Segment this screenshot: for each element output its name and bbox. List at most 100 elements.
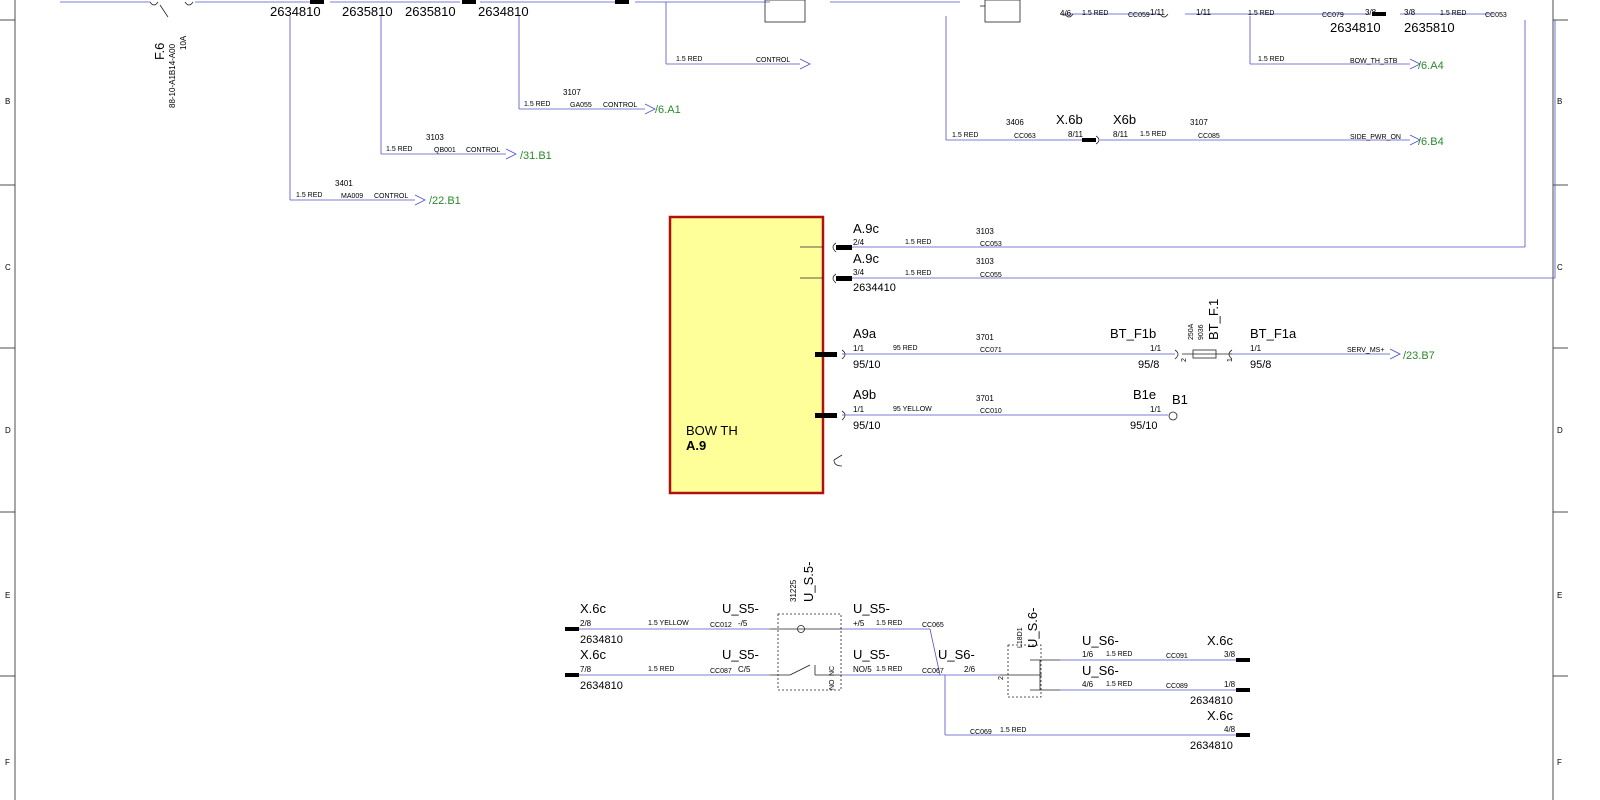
branch-wire-label: 1.5 RED: [676, 56, 702, 63]
branch-code: CC063: [1014, 133, 1036, 140]
bottom-switch-section: X.6c 2/8 2634810 1.5 YELLOW CC012 U_S5- …: [565, 562, 1250, 752]
fuse-f6-rating: 10A: [179, 35, 188, 50]
fuse-code: 9036: [1198, 324, 1205, 340]
branch-code: QB001: [434, 147, 456, 154]
top-pin-label: 1/11: [1150, 8, 1166, 17]
connector-part: 2634810: [580, 634, 623, 646]
connector-pin-label: 1/8: [1224, 680, 1236, 689]
branch-wire-label: 1.5 RED: [524, 101, 550, 108]
top-part-number: 2635810: [1404, 20, 1455, 35]
pin-name: A9a: [853, 326, 877, 341]
bow-th-module[interactable]: BOW TH A.9: [668, 215, 843, 495]
wire-label: 1.5 RED: [1106, 651, 1132, 658]
switch-terminal: U_S6-: [1082, 663, 1119, 678]
switch-pin: +/5: [853, 619, 865, 628]
switch-terminal: U_S6-: [938, 647, 975, 662]
connector-name: X.6c: [1207, 708, 1234, 723]
top-part-number: 2634810: [270, 4, 321, 19]
connector-pin: [310, 0, 324, 4]
connector-pin: [815, 413, 837, 418]
branch-code: MA009: [341, 193, 363, 200]
switch-pin: C/5: [738, 665, 751, 674]
connector-pin-label: 4/8: [1224, 725, 1236, 734]
wire-number: 3701: [976, 394, 994, 403]
switch-terminal: U_S6-: [1082, 633, 1119, 648]
switch-terminal: U_S5-: [853, 601, 890, 616]
row-label-right: F: [1557, 758, 1562, 767]
terminal-name: B1e: [1133, 387, 1156, 402]
module-pin-row-4: A9b 1/1 95/10 95 YELLOW 3701 CC010 B1e 1…: [815, 387, 1188, 432]
wire-label: 95 RED: [893, 345, 918, 352]
fuse-pin: 2: [1181, 358, 1188, 362]
top-part-number: 2635810: [405, 4, 456, 19]
row-label-right: E: [1557, 591, 1562, 600]
connector-pin-label: 3/8: [1224, 650, 1236, 659]
fuse-terminal-name: BT_F1a: [1250, 326, 1297, 341]
fuse-terminal-value: 95/8: [1138, 359, 1159, 371]
fuse-f6-part: 88-10-A1B14-A00: [168, 43, 177, 108]
wire-code: CC012: [710, 622, 732, 629]
terminal-b1[interactable]: [1168, 411, 1178, 421]
top-code-label: CC059: [1128, 12, 1150, 19]
row-label-left: C: [5, 263, 11, 272]
connector-pin: [1372, 12, 1386, 16]
fuse-pin: 1: [1227, 358, 1234, 362]
wire-label: 95 YELLOW: [893, 406, 932, 413]
branch-cable-label: SIDE_PWR_ON: [1350, 134, 1401, 141]
branch-number: 3103: [426, 133, 444, 142]
branch-wire-label: 1.5 RED: [1258, 56, 1284, 63]
switch-name: U_S.6-: [1025, 608, 1040, 648]
connector-pin-label: 8/11: [1113, 130, 1129, 139]
top-part-number: 2634810: [1330, 20, 1381, 35]
branch-wire-label: 1.5 RED: [1140, 131, 1166, 138]
switch-pin: 1/6: [1082, 650, 1094, 659]
pin-part: 2634410: [853, 282, 896, 294]
row-label-left: B: [5, 97, 10, 106]
right-branches: 1.5 RED BOW_TH_STB /6.A4 1.5 RED 3406 CC…: [945, 16, 1556, 278]
switch-u-s5[interactable]: U_S.5- 31225 NO NC: [770, 562, 842, 691]
cross-reference-link: /6.A4: [1418, 60, 1444, 72]
top-code-label: CC079: [1322, 12, 1344, 19]
branch-number: 3406: [1006, 118, 1024, 127]
module-pin-row-3: A9a 1/1 95/10 95 RED 3701 CC071 BT_F1b 1…: [815, 299, 1435, 371]
fuse-name: BT_F.1: [1206, 299, 1221, 340]
pin-name: A.9c: [853, 221, 880, 236]
module-name: BOW TH: [686, 423, 738, 438]
module-id: A.9: [686, 438, 706, 453]
cable-label: SERV_MS+: [1347, 347, 1384, 354]
branch-cable-label: CONTROL: [466, 147, 500, 154]
switch-u-s6[interactable]: U_S.6- L18D1 2: [998, 608, 1060, 698]
branch-cable-label: CONTROL: [603, 102, 637, 109]
row-label-right: D: [1557, 426, 1563, 435]
top-wire-label: 1.5 RED: [1440, 10, 1466, 17]
cross-reference-link: /22.B1: [429, 195, 461, 207]
row-label-left: D: [5, 426, 11, 435]
switch-pin: NO/5: [853, 665, 872, 674]
wire-number: 3103: [976, 227, 994, 236]
wire-code: CC069: [970, 729, 992, 736]
top-pin-label: 1/11: [1196, 8, 1212, 17]
row-label-right: B: [1557, 97, 1562, 106]
wire-label: 1.5 RED: [876, 666, 902, 673]
connector-part: 2634810: [580, 680, 623, 692]
switch-terminal: U_S5-: [853, 647, 890, 662]
pin-label: 2/4: [853, 238, 865, 247]
cross-reference-link: /31.B1: [520, 150, 552, 162]
cross-reference-link: /6.B4: [1418, 136, 1444, 148]
wire-label: 1.5 RED: [905, 270, 931, 277]
connector-pin-label: 8/11: [1068, 130, 1084, 139]
wire-number: 3103: [976, 257, 994, 266]
wire-code: CC087: [710, 668, 732, 675]
connector-pin: [836, 276, 852, 281]
connector-pin-label: 7/8: [580, 665, 592, 674]
pin-part: 95/10: [853, 420, 881, 432]
connector-pin: [815, 352, 837, 357]
module-pin-row-1: A.9c 2/4 1.5 RED 3103 CC053: [832, 221, 1525, 253]
wire-label: 1.5 YELLOW: [648, 620, 689, 627]
branch-cable-label: CONTROL: [756, 57, 790, 64]
pin-name: A.9c: [853, 251, 880, 266]
pin-label: 3/4: [853, 268, 865, 277]
row-label-right: C: [1557, 263, 1563, 272]
cross-reference-link: /23.B7: [1403, 350, 1435, 362]
connector-name: X.6c: [580, 647, 607, 662]
